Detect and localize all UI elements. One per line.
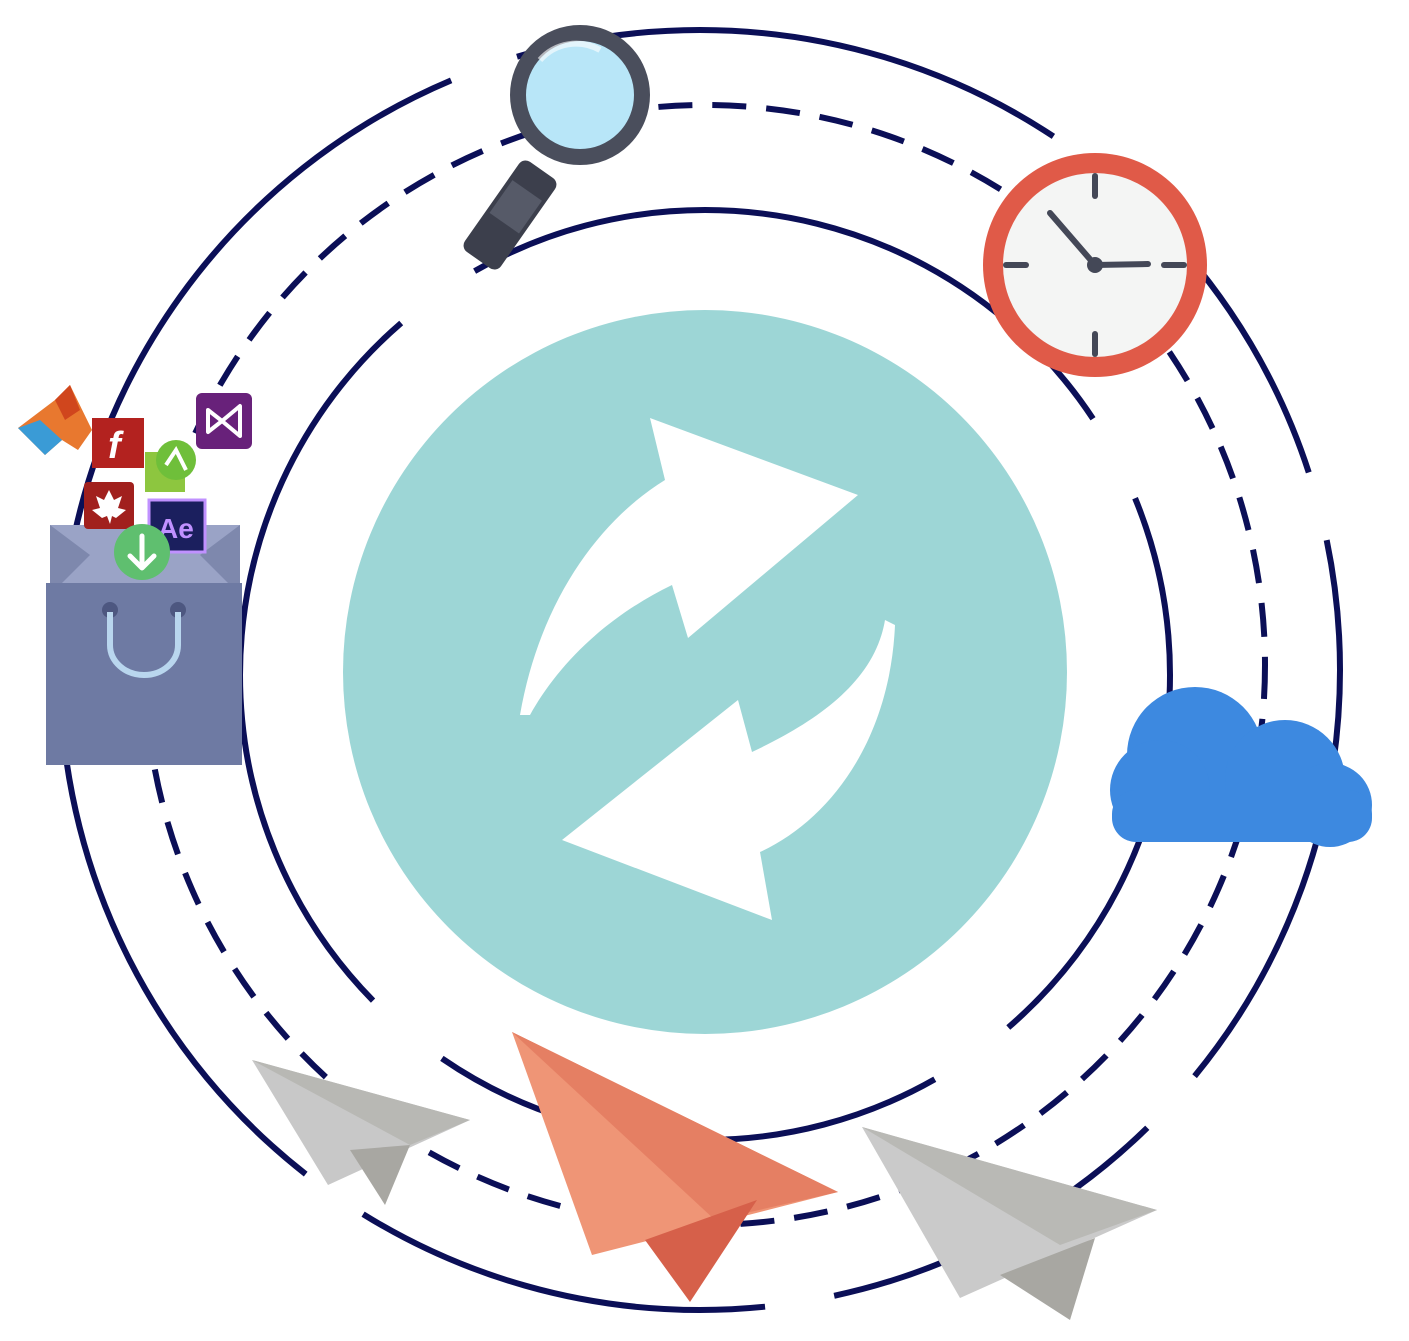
cloud-icon bbox=[1110, 687, 1372, 847]
app-icons: f Ae bbox=[18, 385, 252, 580]
download-icon bbox=[114, 524, 170, 580]
tools-icon bbox=[145, 440, 196, 492]
visual-studio-icon bbox=[196, 393, 252, 449]
clock-icon bbox=[983, 153, 1207, 377]
paper-plane-icon bbox=[862, 1127, 1157, 1320]
matlab-icon bbox=[18, 385, 92, 455]
outer-orbit-ring bbox=[57, 27, 1343, 1313]
maple-leaf-icon bbox=[84, 482, 134, 529]
sync-hub bbox=[343, 310, 1067, 1034]
magnifier-icon bbox=[463, 25, 650, 270]
center-circle bbox=[343, 310, 1067, 1034]
flash-icon: f bbox=[92, 418, 144, 468]
paper-plane-icon bbox=[252, 1060, 470, 1205]
sync-icon bbox=[520, 418, 895, 920]
svg-text:f: f bbox=[108, 425, 124, 467]
paper-plane-icon bbox=[512, 1032, 838, 1302]
